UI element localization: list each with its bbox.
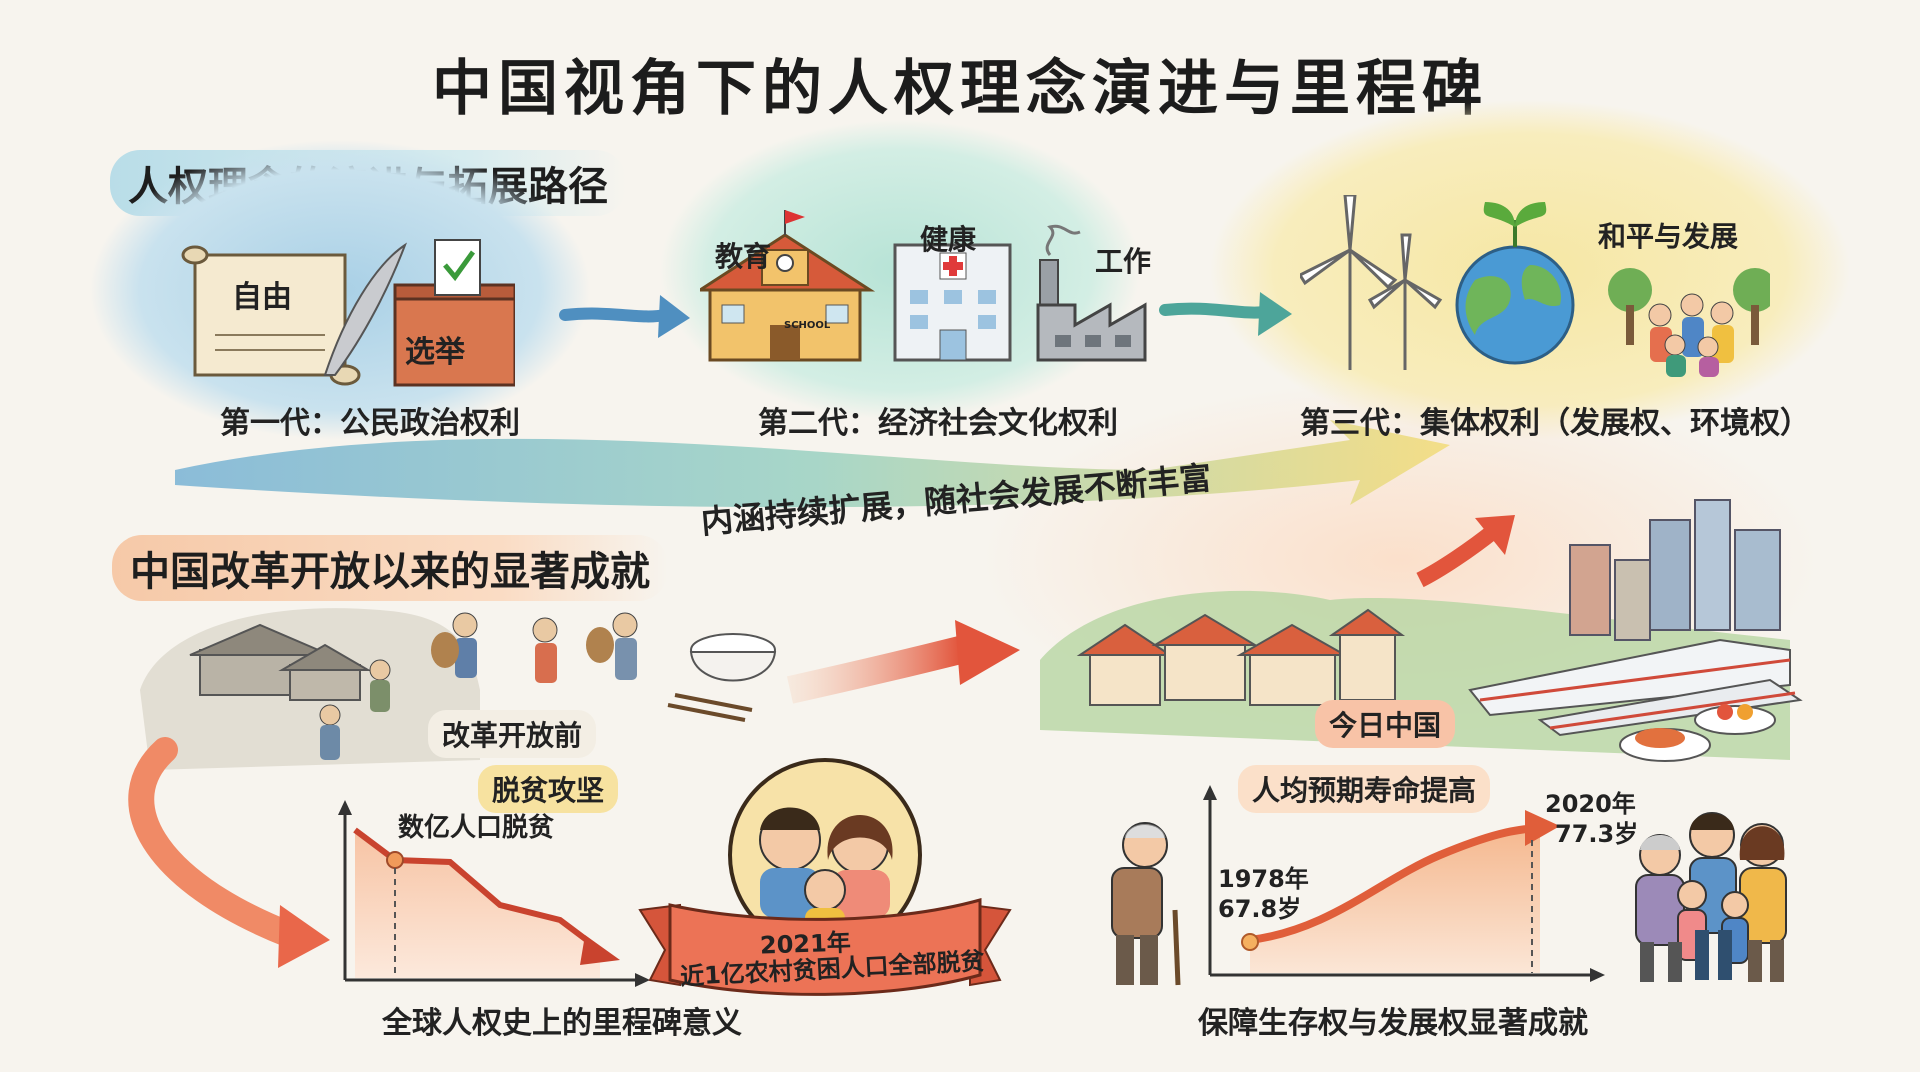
- globe-icon: [1455, 202, 1575, 365]
- gen2-label: 第二代：经济社会文化权利: [758, 406, 1118, 441]
- page-title: 中国视角下的人权理念演进与里程碑: [432, 54, 1488, 124]
- farmer-icon: [452, 612, 478, 638]
- work-label: 工作: [1095, 245, 1152, 278]
- poverty-point-label: 数亿人口脱贫: [398, 813, 555, 843]
- life-start-value: 67.8岁: [1218, 895, 1302, 923]
- school-sign: SCHOOL: [784, 320, 831, 331]
- gen3-illustration: [1300, 195, 1770, 377]
- gen1-label: 第一代：公民政治权利: [220, 406, 520, 441]
- life-start-point: [1241, 933, 1259, 951]
- gen3-label: 第三代：集体权利（发展权、环境权）: [1300, 406, 1810, 441]
- modern-china-scene: [1040, 499, 1803, 762]
- life-end-year: 2020年: [1545, 790, 1636, 818]
- life-expectancy-chart: [1203, 785, 1605, 982]
- wind-turbine-icon: [1300, 195, 1443, 370]
- life-expectancy-tag: 人均预期寿命提高: [1238, 765, 1491, 813]
- life-start-year: 1978年: [1218, 865, 1309, 893]
- life-end-value: 77.3岁: [1555, 820, 1639, 848]
- achievements-heading: 中国改革开放以来的显著成就: [112, 535, 668, 601]
- gen1-illustration: [181, 239, 515, 387]
- election-text: 选举: [405, 335, 465, 370]
- multigen-family-icon: [1635, 812, 1787, 982]
- poverty-caption: 全球人权史上的里程碑意义: [382, 1006, 742, 1041]
- quill-icon: [323, 242, 408, 376]
- rice-bowl-icon: [667, 633, 777, 722]
- poverty-tag: 脱贫攻坚: [478, 765, 619, 813]
- people-group-icon: [1608, 268, 1770, 377]
- poverty-point: [386, 851, 404, 869]
- education-label: 教育: [715, 240, 772, 273]
- factory-icon: [1036, 224, 1147, 362]
- peace-development-label: 和平与发展: [1598, 220, 1739, 253]
- health-label: 健康: [920, 223, 977, 256]
- before-reform-tag: 改革开放前: [428, 710, 597, 758]
- life-caption: 保障生存权与发展权显著成就: [1198, 1006, 1588, 1041]
- hospital-icon: [893, 243, 1012, 362]
- train-icon: [1468, 638, 1791, 717]
- rural-past-scene: [140, 608, 638, 770]
- school-icon: [700, 210, 876, 362]
- gen2-illustration: [700, 210, 1147, 362]
- freedom-text: 自由: [232, 280, 292, 315]
- poverty-banner: [638, 898, 1012, 996]
- poverty-chart: [338, 800, 650, 987]
- elderly-man-icon: [1111, 822, 1181, 986]
- today-china-tag: 今日中国: [1315, 700, 1456, 748]
